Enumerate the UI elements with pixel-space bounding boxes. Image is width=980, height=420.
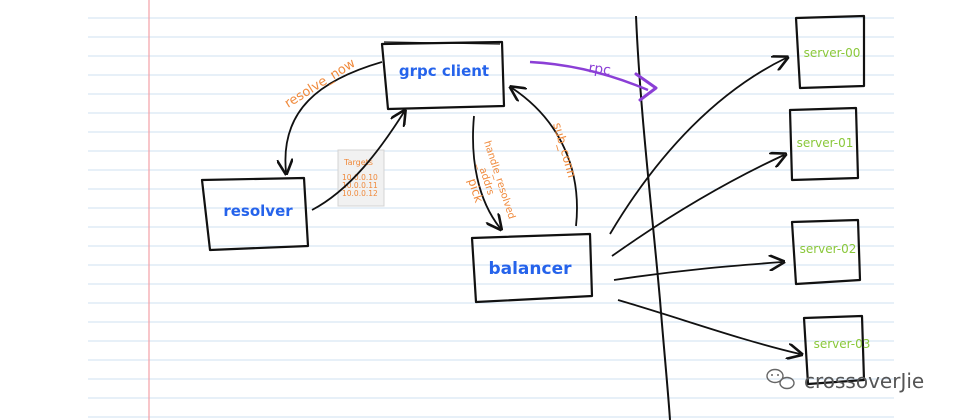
- watermark: crossoverJie: [766, 368, 924, 393]
- arrow-to-server-01: [611, 155, 784, 257]
- rpc-label: rpc: [587, 60, 611, 79]
- targets-address-0: 10.0.0.10: [342, 173, 378, 182]
- server-02-box: [790, 218, 862, 286]
- server-00-box: [794, 14, 866, 90]
- sub-conn-arrow: [512, 88, 578, 227]
- paper-ruled-lines: [88, 17, 894, 418]
- targets-note: Targets 10.0.0.10 10.0.0.11 10.0.0.12: [337, 149, 385, 207]
- server-02-node: server-02: [790, 218, 862, 286]
- paper-background: [88, 0, 894, 420]
- balancer-node: balancer: [470, 232, 594, 304]
- arrow-to-server-00: [609, 58, 786, 235]
- rpc-arrow: [529, 60, 649, 92]
- server-03-box: [802, 314, 866, 386]
- watermark-text: crossoverJie: [804, 369, 924, 393]
- server-01-box: [788, 106, 860, 182]
- grpc-client-box-stroke: [383, 41, 501, 45]
- wechat-icon: [766, 368, 795, 390]
- resolver-node: resolver: [200, 176, 310, 252]
- arrow-to-server-02: [613, 262, 782, 281]
- grpc-client-label: grpc client: [399, 62, 489, 80]
- server-00-node: server-00: [794, 14, 866, 90]
- resolver-box: [200, 176, 310, 252]
- pick-arrow: [472, 115, 500, 228]
- resolver-label: resolver: [223, 202, 293, 220]
- update-state-arrow: [311, 112, 404, 211]
- server-03-label: server-03: [814, 337, 871, 351]
- balancer-box: [470, 232, 594, 304]
- network-divider-line: [635, 15, 671, 420]
- arrow-to-server-03: [617, 299, 800, 354]
- targets-address-2: 10.0.0.12: [342, 189, 378, 198]
- server-00-label: server-00: [804, 46, 861, 60]
- server-01-node: server-01: [788, 106, 860, 182]
- server-02-label: server-02: [800, 242, 857, 256]
- server-01-label: server-01: [797, 136, 854, 150]
- resolve-now-arrow: [285, 61, 383, 172]
- targets-address-1: 10.0.0.11: [342, 181, 378, 190]
- rpc-arrowhead: [634, 72, 658, 102]
- server-03-node: server-03: [802, 314, 871, 386]
- balancer-label: balancer: [488, 259, 572, 279]
- targets-note-title: Targets: [343, 158, 373, 167]
- grpc-client-node: grpc client: [380, 40, 506, 111]
- grpc-client-box: [380, 40, 506, 111]
- targets-note-paper: [337, 149, 385, 207]
